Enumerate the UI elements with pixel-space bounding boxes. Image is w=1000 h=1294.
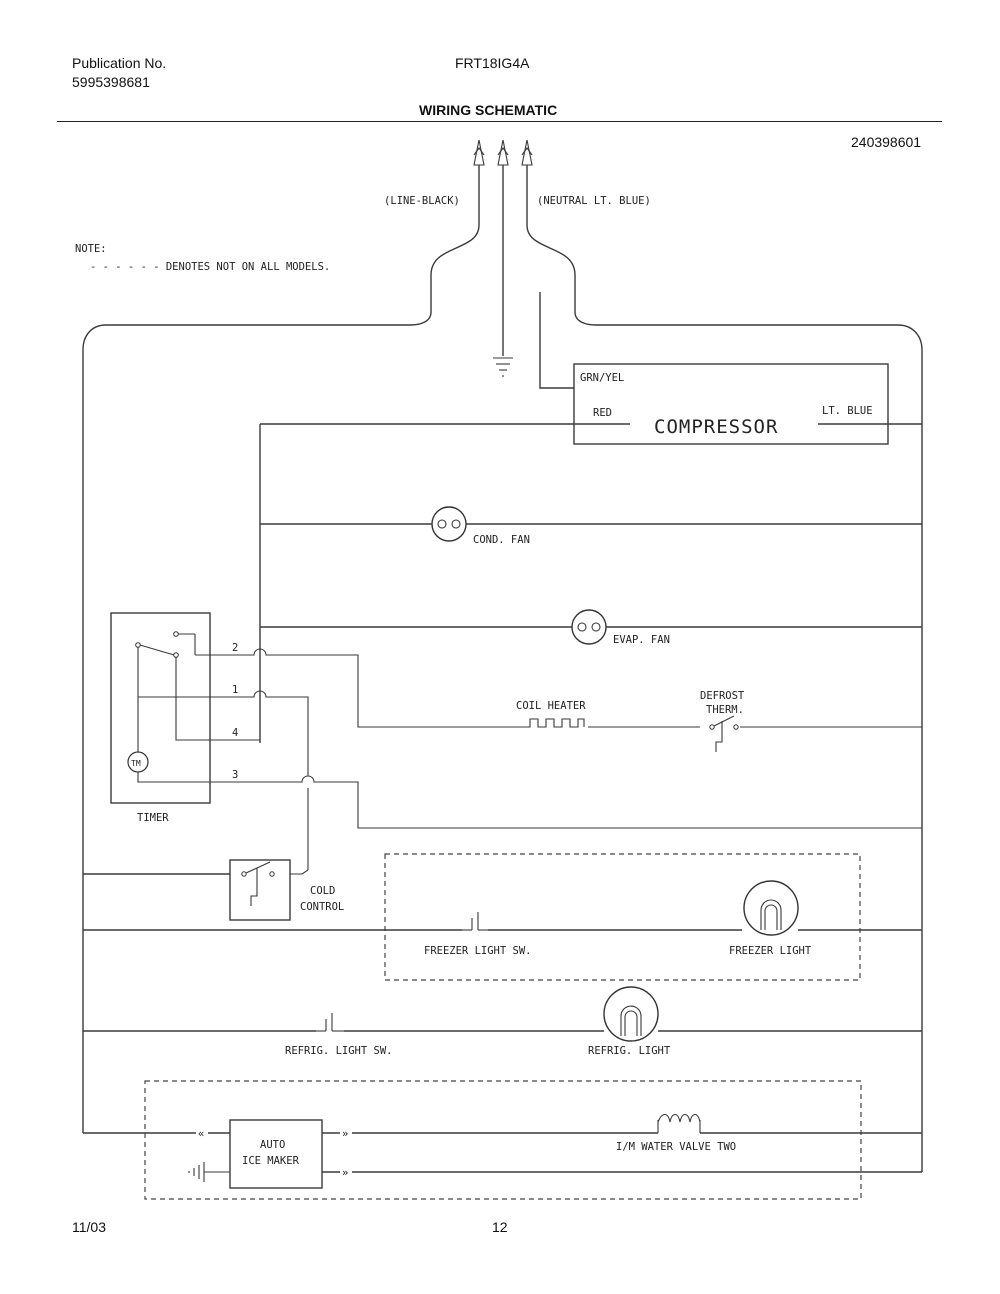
freezer-light-optional-box [384, 853, 861, 981]
cold-control-out-wire [290, 869, 309, 875]
publication-number: 5995398681 [72, 74, 150, 90]
line-black-label: (LINE-BLACK) [384, 195, 460, 207]
defrost-therm-icon [709, 715, 739, 752]
defrost-label: DEFROST [700, 690, 745, 702]
page-number: 12 [492, 1219, 508, 1235]
water-valve-label: I/M WATER VALVE TWO [616, 1141, 736, 1153]
timer-box [110, 612, 211, 804]
refrig-light-label: REFRIG. LIGHT [588, 1045, 671, 1057]
ice-maker-ground-icon [188, 1162, 230, 1182]
refrig-light-switch-icon [316, 1013, 344, 1032]
cold-label: COLD [310, 885, 335, 897]
connector-right2-icon: » [342, 1167, 348, 1179]
freezer-light-label: FREEZER LIGHT [729, 945, 812, 957]
timer-label: TIMER [137, 812, 169, 824]
footer-date: 11/03 [72, 1219, 106, 1235]
freezer-light-switch-icon [462, 912, 488, 931]
publication-label: Publication No. [72, 55, 167, 71]
neutral-label: (NEUTRAL LT. BLUE) [537, 195, 651, 207]
ice-maker-box [229, 1119, 323, 1189]
ice-maker-label: ICE MAKER [242, 1155, 300, 1167]
evap-fan-icon [571, 609, 607, 645]
note-text: - - - - - - DENOTES NOT ON ALL MODELS. [90, 261, 330, 273]
supply-arrows [473, 139, 533, 166]
terminal-3-wire [210, 775, 922, 829]
freezer-light-icon [743, 880, 799, 936]
terminal-3-label: 3 [232, 769, 238, 781]
neutral-wire [526, 165, 923, 1172]
compressor-box [573, 363, 889, 445]
compressor-label: COMPRESSOR [654, 416, 778, 438]
model-number: FRT18IG4A [455, 55, 530, 71]
line-wire [82, 165, 480, 1133]
terminal-4-label: 4 [232, 727, 238, 739]
cond-fan-icon [431, 506, 467, 542]
note-title: NOTE: [75, 243, 107, 255]
cold-control-switch-icon [241, 861, 275, 906]
auto-label: AUTO [260, 1139, 285, 1151]
page-title: WIRING SCHEMATIC [419, 102, 558, 118]
control-label: CONTROL [300, 901, 344, 913]
timer-switch-icon [135, 631, 210, 752]
cold-control-box [229, 859, 291, 921]
ground-icon [493, 357, 513, 377]
coil-heater-icon [520, 718, 585, 728]
evap-fan-label: EVAP. FAN [613, 634, 670, 646]
cond-fan-label: COND. FAN [473, 534, 530, 546]
ice-maker-optional-box [144, 1080, 862, 1200]
grn-yel-label: GRN/YEL [580, 372, 624, 384]
title-rule [57, 121, 942, 122]
therm-label: THERM. [706, 704, 744, 716]
timer-motor-icon: TM [127, 751, 210, 783]
terminal-1-wire [210, 690, 309, 776]
freezer-light-sw-label: FREEZER LIGHT SW. [424, 945, 531, 957]
connector-left-icon: « [198, 1128, 204, 1140]
connector-right-icon: » [342, 1128, 348, 1140]
tm-label: TM [131, 759, 141, 768]
red-label: RED [593, 407, 612, 419]
terminal-2-wire [195, 648, 520, 728]
drawing-number: 240398601 [851, 134, 922, 150]
grn-yel-wire [539, 292, 574, 389]
refrig-light-sw-label: REFRIG. LIGHT SW. [285, 1045, 392, 1057]
refrig-light-icon [603, 986, 659, 1042]
terminal-2-label: 2 [232, 642, 238, 654]
water-valve-coil-icon [657, 1113, 701, 1133]
lt-blue-label: LT. BLUE [822, 405, 873, 417]
terminal-1-label: 1 [232, 684, 238, 696]
coil-heater-label: COIL HEATER [516, 700, 586, 712]
